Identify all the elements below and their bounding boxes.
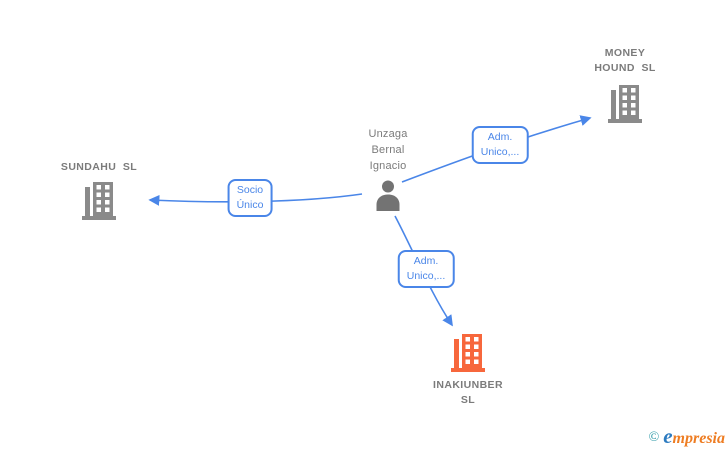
person-name-label: Unzaga Bernal Ignacio bbox=[368, 128, 408, 172]
company-name-label: MONEY HOUND SL bbox=[594, 47, 656, 74]
person-icon bbox=[376, 180, 400, 211]
company-node-inakiunber[interactable]: INAKIUNBER SL bbox=[403, 334, 533, 408]
copyright-icon: © bbox=[648, 430, 660, 445]
edge-label-adm-unico-money[interactable]: Adm. Unico,... bbox=[471, 126, 529, 164]
company-node-money-hound[interactable]: MONEY HOUND SL bbox=[560, 46, 690, 123]
company-name-label: SUNDAHU SL bbox=[60, 161, 138, 173]
empresia-logo: ©empresia bbox=[649, 424, 725, 449]
logo-text: mpresia bbox=[672, 430, 725, 447]
edge-label-socio-unico[interactable]: Socio Único bbox=[227, 179, 273, 217]
company-node-sundahu[interactable]: SUNDAHU SL bbox=[34, 160, 164, 220]
logo-letter-e: e bbox=[663, 424, 673, 448]
building-icon bbox=[82, 182, 116, 220]
person-node-unzaga-bernal-ignacio[interactable]: Unzaga Bernal Ignacio bbox=[323, 126, 453, 211]
building-icon bbox=[451, 334, 485, 372]
company-name-label: INAKIUNBER SL bbox=[433, 379, 503, 406]
edge-label-adm-unico-inakiunber[interactable]: Adm. Unico,... bbox=[397, 250, 455, 288]
building-icon bbox=[608, 85, 642, 123]
